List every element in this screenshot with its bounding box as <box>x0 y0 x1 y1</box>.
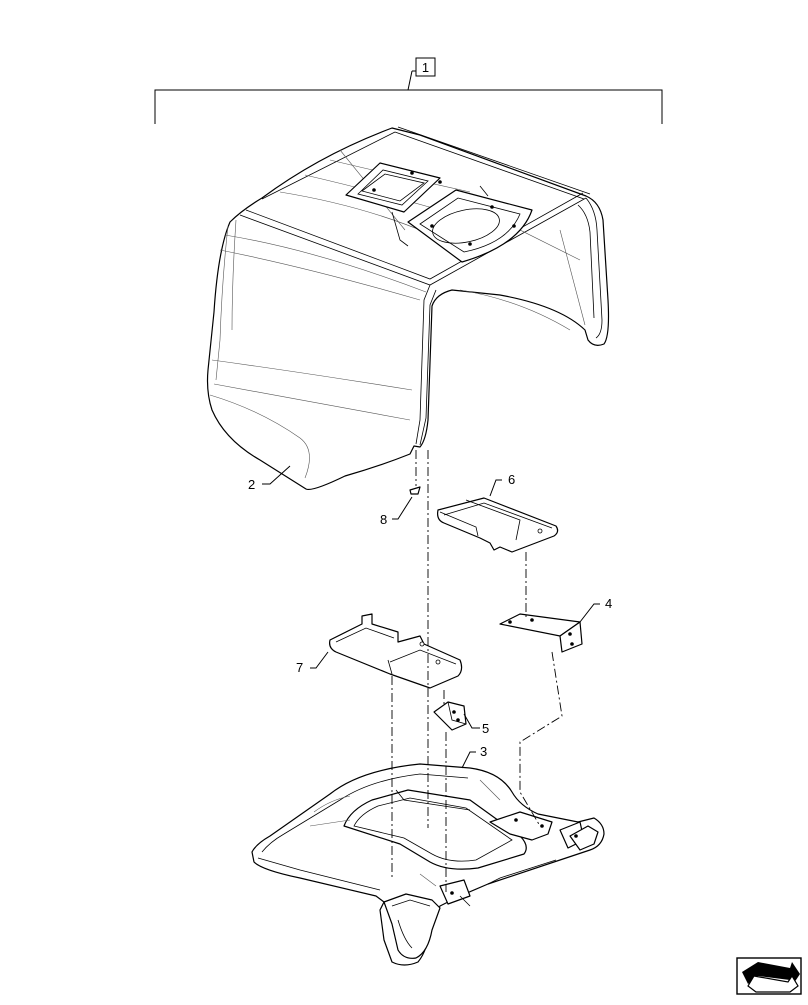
part-8-clip: 8 <box>380 486 421 527</box>
part-3-floor-frame: 3 <box>251 744 605 966</box>
callout-7: 7 <box>296 660 303 675</box>
part-5-bracket: 5 <box>433 701 489 736</box>
part-7-plate: 7 <box>296 613 463 689</box>
callout-4: 4 <box>605 596 612 611</box>
callout-1: 1 <box>422 60 429 75</box>
callout-3: 3 <box>480 744 487 759</box>
callout-box-1 <box>415 57 436 77</box>
assembly-bracket: 1 <box>154 57 663 124</box>
callout-8: 8 <box>380 512 387 527</box>
part-2-roof-panel: 2 <box>206 126 610 492</box>
callout-2: 2 <box>248 477 255 492</box>
part-4-bracket: 4 <box>499 596 612 653</box>
next-page-arrow-icon[interactable] <box>736 957 802 995</box>
alignment-lines <box>391 450 563 892</box>
part-6-plate: 6 <box>437 472 559 553</box>
callout-6: 6 <box>508 472 515 487</box>
callout-5: 5 <box>482 721 489 736</box>
